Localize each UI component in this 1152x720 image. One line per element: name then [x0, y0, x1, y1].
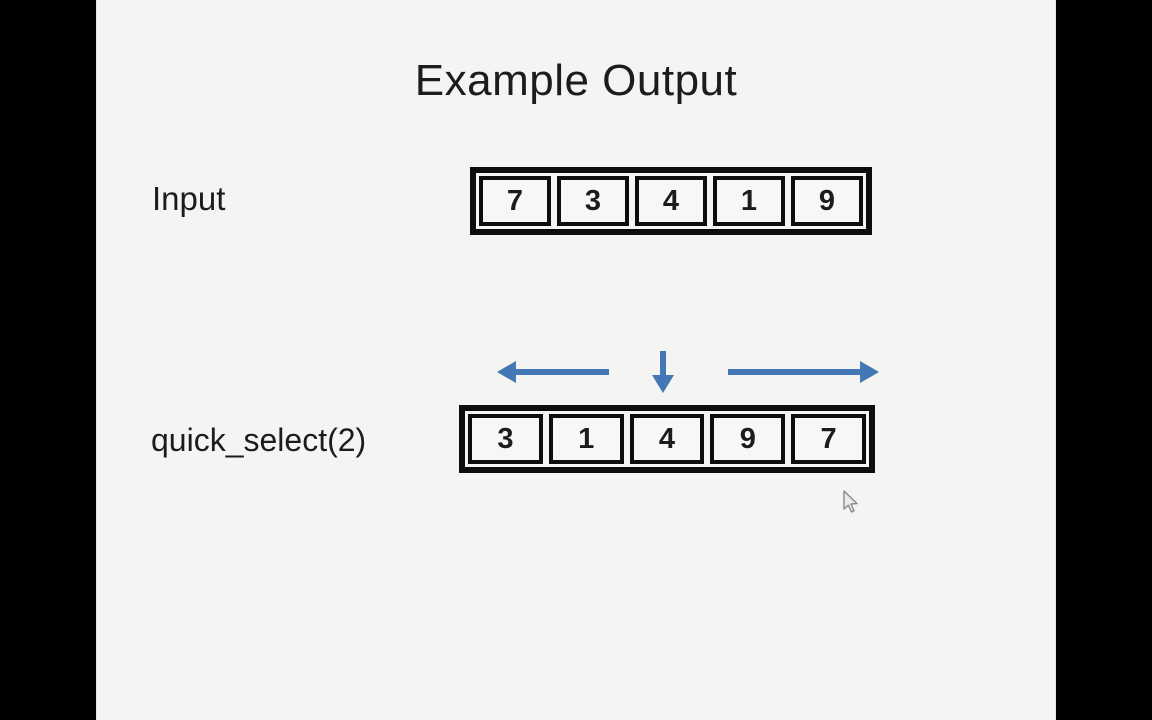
input-array-cell-3: 1: [713, 176, 785, 226]
quick-select-label: quick_select(2): [151, 422, 367, 458]
input-array-cell-2: 4: [635, 176, 707, 226]
input-array-cell-0: 7: [479, 176, 551, 226]
result-array-cell-1: 1: [548, 414, 624, 464]
result-array-cell-0: 3: [468, 414, 543, 464]
letterbox-left: [0, 0, 96, 720]
input-label: Input: [152, 180, 226, 217]
letterbox-right: [1056, 0, 1152, 720]
input-array-cell-4: 9: [791, 176, 863, 226]
result-array: 3 1 4 9 7: [459, 405, 875, 473]
input-array: 7 3 4 1 9: [470, 167, 872, 235]
right-arrow-icon: [728, 361, 879, 383]
result-array-cell-4: 7: [791, 414, 866, 464]
result-array-cell-2: 4: [629, 414, 705, 464]
mouse-pointer-icon: [843, 490, 858, 513]
down-arrow-icon: [652, 351, 674, 393]
result-array-cell-3: 9: [710, 414, 786, 464]
slide-title: Example Output: [414, 56, 738, 105]
left-arrow-icon: [497, 361, 609, 383]
input-array-cell-1: 3: [557, 176, 629, 226]
presentation-slide: Example Output Input 7 3 4 1 9: [96, 0, 1056, 720]
